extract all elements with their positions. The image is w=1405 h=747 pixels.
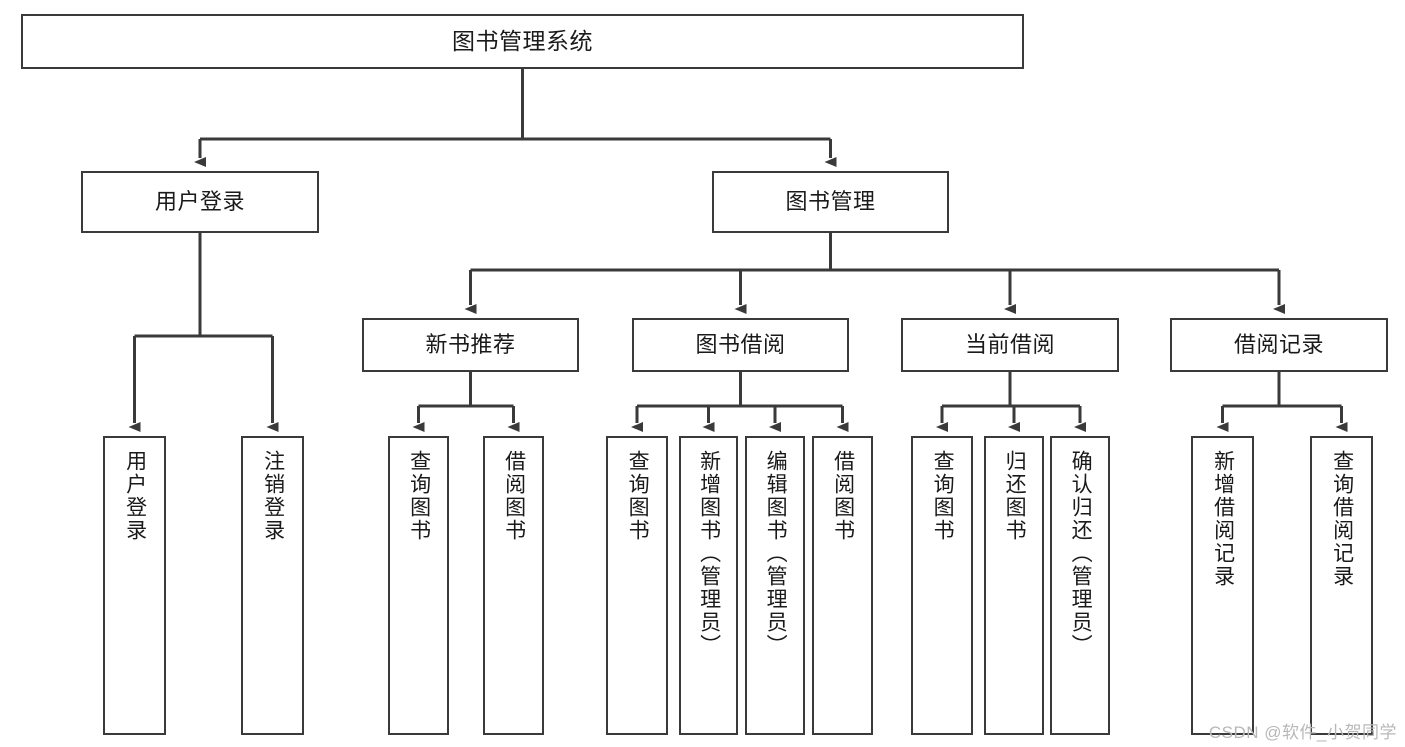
node-leaf-add-book-admin[interactable]: 新增图书（管理员） [679, 436, 738, 735]
node-leaf-edit-book-admin[interactable]: 编辑图书（管理员） [745, 436, 805, 735]
node-label: 确认归还（管理员） [1069, 450, 1093, 657]
node-label: 图书借阅 [695, 332, 786, 358]
node-label: 图书管理 [785, 189, 876, 215]
node-label: 编辑图书（管理员） [764, 450, 788, 657]
node-leaf-add-borrow-record[interactable]: 新增借阅记录 [1191, 436, 1254, 735]
node-label: 当前借阅 [964, 332, 1055, 358]
node-label: 查询图书 [931, 450, 955, 542]
node-label: 新增借阅记录 [1211, 450, 1235, 588]
node-leaf-borrow-book-2[interactable]: 借阅图书 [812, 436, 873, 735]
node-leaf-query-borrow-record[interactable]: 查询借阅记录 [1310, 436, 1373, 735]
node-label: 借阅图书 [502, 450, 526, 542]
node-leaf-query-book-3[interactable]: 查询图书 [911, 436, 973, 735]
node-leaf-confirm-return-admin[interactable]: 确认归还（管理员） [1050, 436, 1110, 735]
node-leaf-logout[interactable]: 注销登录 [241, 436, 304, 735]
node-label: 图书管理系统 [452, 28, 593, 55]
node-borrow-record[interactable]: 借阅记录 [1170, 318, 1388, 372]
node-leaf-user-login[interactable]: 用户登录 [103, 436, 166, 735]
node-book-manage[interactable]: 图书管理 [712, 171, 949, 233]
node-book-borrow[interactable]: 图书借阅 [632, 318, 849, 372]
node-label: 借阅图书 [831, 450, 855, 542]
node-root[interactable]: 图书管理系统 [21, 14, 1024, 69]
node-label: 归还图书 [1003, 450, 1027, 542]
node-current-borrow[interactable]: 当前借阅 [901, 318, 1119, 372]
node-leaf-query-book-2[interactable]: 查询图书 [606, 436, 668, 735]
node-label: 注销登录 [261, 450, 285, 542]
node-label: 查询图书 [626, 450, 650, 542]
node-label: 用户登录 [123, 450, 147, 542]
node-user-login[interactable]: 用户登录 [81, 171, 319, 233]
csdn-watermark: CSDN @软件_小贺同学 [1208, 723, 1397, 742]
node-label: 查询借阅记录 [1330, 450, 1354, 588]
node-leaf-return-book[interactable]: 归还图书 [984, 436, 1044, 735]
node-label: 借阅记录 [1233, 332, 1324, 358]
node-leaf-query-book-1[interactable]: 查询图书 [388, 436, 449, 735]
node-label: 查询图书 [407, 450, 431, 542]
node-new-book-recommend[interactable]: 新书推荐 [362, 318, 579, 372]
node-label: 新增图书（管理员） [697, 450, 721, 657]
node-leaf-borrow-book-1[interactable]: 借阅图书 [483, 436, 544, 735]
node-label: 新书推荐 [425, 332, 516, 358]
node-label: 用户登录 [154, 189, 245, 215]
